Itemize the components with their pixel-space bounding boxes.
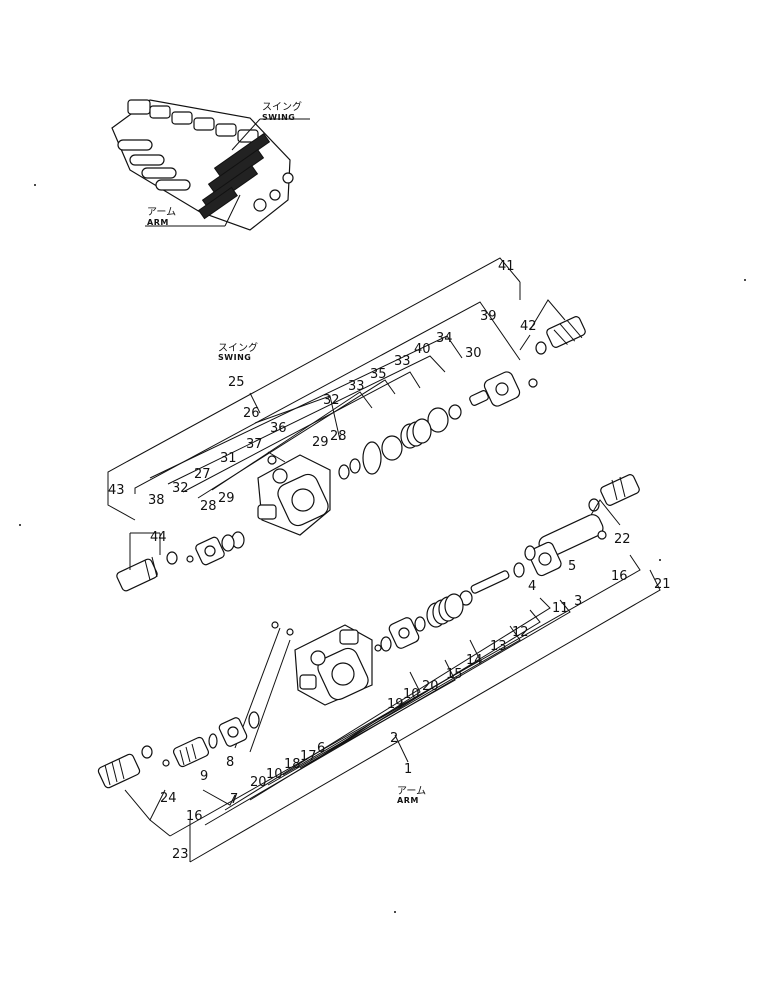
callout-32-a: 32 (323, 393, 340, 408)
callout-27: 27 (194, 467, 211, 482)
callout-44: 44 (150, 530, 167, 545)
callout-4: 4 (528, 579, 536, 594)
callout-7: 7 (230, 792, 238, 807)
callout-22: 22 (614, 532, 631, 547)
callout-28-a: 28 (330, 429, 347, 444)
callout-43: 43 (108, 483, 125, 498)
callout-11: 11 (552, 601, 569, 616)
callout-21: 21 (654, 577, 671, 592)
callout-28-b: 28 (200, 499, 217, 514)
callout-12: 12 (512, 625, 529, 640)
callout-39: 39 (480, 309, 497, 324)
callout-5: 5 (568, 559, 576, 574)
valve-body-swing (257, 451, 331, 536)
port-relief-valve-24 (97, 753, 141, 789)
callout-13: 13 (490, 639, 507, 654)
callout-20-a: 20 (422, 679, 439, 694)
callout-37: 37 (246, 437, 263, 452)
arm-label-jp-top: アーム (147, 206, 176, 218)
callout-42: 42 (520, 319, 537, 334)
arm-label-en-top: ARM (147, 218, 169, 227)
port-relief-valve-42 (535, 316, 586, 355)
port-relief-valve-44 (116, 556, 158, 592)
callout-26: 26 (243, 406, 260, 421)
callout-41: 41 (498, 259, 515, 274)
callout-8: 8 (226, 755, 234, 770)
callout-6: 6 (317, 741, 325, 756)
callout-17: 17 (300, 749, 317, 764)
flange-8 (218, 717, 248, 747)
callout-20-b: 20 (250, 775, 267, 790)
valve-body-arm (271, 621, 373, 706)
callout-40: 40 (414, 342, 431, 357)
callout-3: 3 (574, 594, 582, 609)
callout-1: 1 (404, 762, 412, 777)
cover-flange-30 (469, 371, 538, 407)
callout-25: 25 (228, 375, 245, 390)
callout-24: 24 (160, 791, 177, 806)
flange-20 (388, 617, 420, 649)
port-relief-valve-22 (588, 474, 640, 512)
callout-36: 36 (270, 421, 287, 436)
callout-2: 2 (390, 731, 398, 746)
flange-32 (195, 536, 225, 566)
callout-18: 18 (284, 757, 301, 772)
callout-33-b: 33 (348, 379, 365, 394)
arm-label-en: ARM (397, 796, 419, 805)
swing-label-jp-top: スイング (262, 100, 302, 113)
callout-16-a: 16 (611, 569, 628, 584)
callout-10-b: 10 (266, 767, 283, 782)
callout-38: 38 (148, 493, 165, 508)
callout-31: 31 (220, 451, 237, 466)
callout-34: 34 (436, 331, 453, 346)
spool-5 (528, 514, 607, 577)
callout-19: 19 (387, 697, 404, 712)
swing-label-en-top: SWING (262, 113, 295, 122)
callout-35: 35 (370, 367, 387, 382)
swing-label-jp: スイング (218, 341, 258, 354)
arm-label-jp: アーム (397, 785, 426, 797)
spring-cap-9 (172, 736, 210, 768)
spring-set-lower (414, 590, 473, 632)
callout-15: 15 (446, 667, 463, 682)
control-valve-overview-icon (111, 99, 294, 231)
callout-9: 9 (200, 769, 208, 784)
callout-10-a: 10 (403, 687, 420, 702)
callout-23: 23 (172, 847, 189, 862)
callout-29-b: 29 (218, 491, 235, 506)
callout-14: 14 (466, 653, 483, 668)
callout-30: 30 (465, 346, 482, 361)
callout-32-b: 32 (172, 481, 189, 496)
callout-16-b: 16 (186, 809, 203, 824)
spring-set-upper (338, 404, 462, 480)
callout-33-a: 33 (394, 354, 411, 369)
swing-label-en: SWING (218, 353, 251, 362)
callout-29-a: 29 (312, 435, 329, 450)
